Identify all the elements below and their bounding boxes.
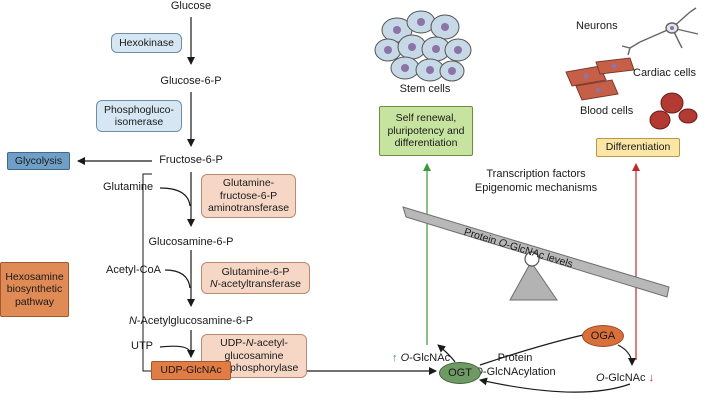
acetyl-coa-label: Acetyl-CoA <box>106 264 162 276</box>
glycolysis-box: Glycolysis <box>7 152 70 170</box>
differentiation-box: Differentiation <box>596 138 680 157</box>
uap-line-1: UDP-N-acetyl- <box>220 337 288 350</box>
glcnac6p-n-italic: N <box>128 315 137 327</box>
hexokinase-enzyme: Hexokinase <box>111 33 182 53</box>
oga-node: OGA <box>582 325 624 347</box>
ogt-node: OGT <box>439 362 481 384</box>
down-arrow-glyph: ↓ <box>648 372 655 384</box>
stem-cells-icon <box>374 10 472 82</box>
uap-1c: -acetyl- <box>253 337 288 350</box>
oglcnacylation-rest: -GlcNAcylation <box>482 366 556 378</box>
hbp-line-2: biosynthetic <box>6 283 63 296</box>
phospho-line-1: Phosphogluco- <box>103 103 175 116</box>
uap-line-2: glucosamine <box>224 349 284 362</box>
up-glcnac: -GlcNAc <box>409 352 451 364</box>
uap-1b: N <box>245 337 254 350</box>
protein-label: Protein <box>497 352 533 364</box>
differentiation-label: Differentiation <box>605 141 671 154</box>
glcnac-6-p-label: N-Acetylglucosamine-6-P <box>121 315 261 328</box>
down-oglcnac-label: O-GlcNAc ↓ <box>596 372 654 385</box>
up-o-italic: O <box>400 352 410 364</box>
utp-input-curve <box>159 345 191 353</box>
gfat-line-3: aminotransferase <box>207 202 290 215</box>
self-renewal-line-3: differentiation <box>394 137 458 150</box>
gna-n-italic: N <box>209 278 218 290</box>
arrow-oga-to-down <box>617 344 636 366</box>
self-renewal-line-1: Self renewal, <box>395 112 457 125</box>
gna-enzyme: Glutamine-6-P N-acetyltransferase <box>201 262 310 294</box>
down-glcnac: -GlcNAc <box>604 372 646 384</box>
arrow-ogt-to-up <box>437 344 456 363</box>
cycle-ogt-to-oga <box>479 334 584 366</box>
neurons-label: Neurons <box>576 20 618 32</box>
cycle-down-to-ogt <box>479 377 631 393</box>
epigenomic-mechanisms-label: Epigenomic mechanisms <box>474 182 598 194</box>
gfat-line-1: Glutamine- <box>222 177 275 190</box>
glcnac6p-rest: -Acetylglucosamine-6-P <box>136 315 254 327</box>
gfat-line-2: fructose-6-P <box>219 189 278 202</box>
blood-cells-icon <box>649 92 698 130</box>
transcription-factors-label: Transcription factors <box>486 168 586 180</box>
gna-line-1: Glutamine-6-P <box>221 265 290 278</box>
balance-beam <box>402 206 670 298</box>
self-renewal-box: Self renewal, pluripotency and different… <box>379 106 473 156</box>
acetylcoa-input-curve <box>164 269 191 289</box>
uap-line-3: pyrophosphorylase <box>209 362 299 375</box>
phospho-line-2: isomerase <box>114 116 164 128</box>
cardiac-cells-label: Cardiac cells <box>633 67 696 79</box>
balance-pivot <box>524 251 540 267</box>
stem-cells-label: Stem cells <box>399 83 451 95</box>
glutamine-input-curve <box>159 187 191 207</box>
glucose-6-p-label: Glucose-6-P <box>160 75 222 87</box>
glycolysis-label: Glycolysis <box>14 154 63 167</box>
udp-glcnac-label: UDP-GlcNAc <box>160 364 222 377</box>
up-oglcnac-label: ↑ O-GlcNAc <box>392 352 450 365</box>
gna-line-2-rest: -acetyltransferase <box>217 278 302 290</box>
glucose-label: Glucose <box>170 0 212 12</box>
glucosamine-6-p-label: Glucosamine-6-P <box>148 236 234 248</box>
blood-cells-label: Blood cells <box>580 105 634 117</box>
oga-label: OGA <box>590 330 616 342</box>
uap-1a: UDP- <box>220 337 246 350</box>
hbp-box: Hexosamine biosynthetic pathway <box>0 262 69 317</box>
glutamine-label: Glutamine <box>103 181 154 193</box>
udp-glcnac-box: UDP-GlcNAc <box>151 361 231 380</box>
cardiac-cells-icon <box>565 57 635 101</box>
self-renewal-line-2: pluripotency and <box>387 124 465 137</box>
phosphoglucoisomerase-enzyme: Phosphogluco- isomerase <box>96 100 182 132</box>
neuron-icon <box>621 7 699 56</box>
ogt-label: OGT <box>448 367 472 379</box>
hbp-line-1: Hexosamine <box>5 270 64 283</box>
gfat-enzyme: Glutamine- fructose-6-P aminotransferase <box>201 174 296 218</box>
fructose-6-p-label: Fructose-6-P <box>159 154 223 166</box>
hbp-bracket <box>142 173 152 372</box>
balance-fulcrum <box>509 261 558 301</box>
hbp-line-3: pathway <box>14 295 55 308</box>
hexokinase-label: Hexokinase <box>119 36 174 49</box>
gna-line-2: N-acetyltransferase <box>210 278 301 291</box>
utp-label: UTP <box>131 340 153 352</box>
down-o-italic: O <box>596 372 605 384</box>
up-arrow-glyph: ↑ <box>392 352 398 364</box>
